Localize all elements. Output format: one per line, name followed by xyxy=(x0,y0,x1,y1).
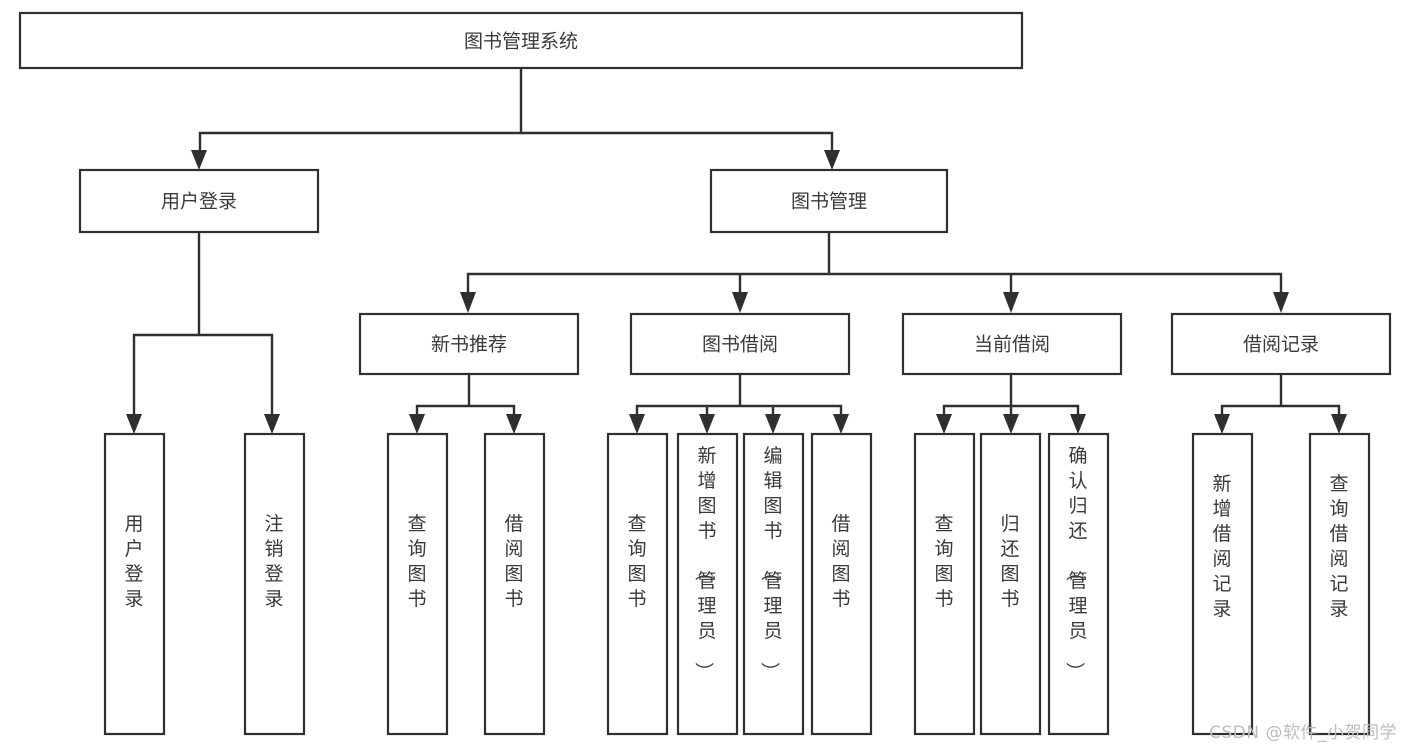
node-leaf-query-book-3[interactable]: 查询图书 xyxy=(913,432,976,736)
arrow-icon-to-leaf-add-record xyxy=(1214,414,1230,434)
node-user-login-label: 用户登录 xyxy=(161,191,237,213)
node-leaf-user-login-label: 用户登录 xyxy=(124,513,143,610)
csdn-watermark: CSDN @软件_小贺同学 xyxy=(1209,723,1397,743)
arrow-icon-to-new-book xyxy=(460,292,476,313)
node-leaf-logout[interactable]: 注销登录 xyxy=(243,432,306,736)
node-borrow-record-label: 借阅记录 xyxy=(1243,334,1319,356)
arrow-icon-to-leaf-user-login xyxy=(126,414,142,434)
node-book-borrow-label: 图书借阅 xyxy=(702,334,778,356)
node-leaf-add-book-label: 新增图书（管理员） xyxy=(692,445,716,681)
arrow-icon-to-book-borrow xyxy=(732,292,748,313)
connector-new-book-bus xyxy=(415,372,516,420)
node-leaf-edit-book-label: 编辑图书（管理员） xyxy=(758,445,782,681)
node-leaf-borrow-book-2-label: 借阅图书 xyxy=(831,513,850,610)
node-leaf-query-record[interactable]: 查询借阅记录 xyxy=(1308,432,1371,736)
arrow-icon-to-user-login xyxy=(191,150,207,170)
node-root-label: 图书管理系统 xyxy=(464,31,578,53)
arrow-icon-to-current-borrow xyxy=(1003,292,1019,313)
arrow-icon-to-leaf-borrow-book-2 xyxy=(833,414,849,434)
node-book-manage[interactable]: 图书管理 xyxy=(709,168,949,234)
arrowhead-layer xyxy=(126,150,1347,434)
node-leaf-query-book-1[interactable]: 查询图书 xyxy=(386,432,449,736)
node-leaf-query-book-1-label: 查询图书 xyxy=(407,513,426,610)
node-leaf-borrow-book-1-label: 借阅图书 xyxy=(504,513,523,610)
arrow-icon-to-leaf-confirm-return xyxy=(1070,414,1086,434)
node-leaf-user-login[interactable]: 用户登录 xyxy=(103,432,166,736)
arrow-icon-to-leaf-query-book-2 xyxy=(629,414,645,434)
connector-layer xyxy=(132,66,1341,420)
node-leaf-borrow-book-2[interactable]: 借阅图书 xyxy=(810,432,873,736)
connector-borrow-record-bus xyxy=(1220,372,1341,420)
arrow-icon-to-borrow-record xyxy=(1273,292,1289,313)
node-current-borrow-label: 当前借阅 xyxy=(974,334,1050,356)
node-leaf-query-book-3-label: 查询图书 xyxy=(934,513,953,610)
node-book-manage-label: 图书管理 xyxy=(791,191,867,213)
node-leaf-add-record-label: 新增借阅记录 xyxy=(1212,473,1231,620)
arrow-icon-to-leaf-add-book xyxy=(699,414,715,434)
node-leaf-logout-label: 注销登录 xyxy=(264,513,283,610)
node-root[interactable]: 图书管理系统 xyxy=(18,11,1024,70)
node-leaf-confirm-return[interactable]: 确认归还（管理员） xyxy=(1047,432,1110,736)
node-leaf-return-book-label: 归还图书 xyxy=(1000,513,1019,610)
arrow-icon-to-leaf-query-book-1 xyxy=(409,414,425,434)
node-user-login[interactable]: 用户登录 xyxy=(78,168,320,234)
node-leaf-query-record-label: 查询借阅记录 xyxy=(1329,473,1348,620)
arrow-icon-to-book-manage xyxy=(824,150,840,170)
arrow-icon-to-leaf-query-book-3 xyxy=(936,414,952,434)
node-leaf-return-book[interactable]: 归还图书 xyxy=(979,432,1042,736)
connector-user-login-bus xyxy=(132,230,274,420)
node-leaf-borrow-book-1[interactable]: 借阅图书 xyxy=(483,432,546,736)
connector-root-bus xyxy=(198,66,834,152)
node-leaf-confirm-return-label: 确认归还（管理员） xyxy=(1063,445,1087,681)
node-leaf-query-book-2-label: 查询图书 xyxy=(627,513,646,610)
connector-current-borrow-bus xyxy=(942,372,1080,420)
arrow-icon-to-leaf-query-record xyxy=(1331,414,1347,434)
node-book-borrow[interactable]: 图书借阅 xyxy=(629,312,851,376)
connector-book-borrow-bus xyxy=(635,372,843,420)
arrow-icon-to-leaf-borrow-book-1 xyxy=(506,414,522,434)
node-current-borrow[interactable]: 当前借阅 xyxy=(901,312,1123,376)
arrow-icon-to-leaf-return-book xyxy=(1003,414,1019,434)
node-leaf-add-book[interactable]: 新增图书（管理员） xyxy=(676,432,739,736)
node-leaf-query-book-2[interactable]: 查询图书 xyxy=(606,432,669,736)
connector-book-manage-bus xyxy=(466,230,1283,294)
node-new-book-recommend-label: 新书推荐 xyxy=(431,334,507,356)
node-leaf-add-record[interactable]: 新增借阅记录 xyxy=(1191,432,1254,736)
arrow-icon-to-leaf-logout xyxy=(264,414,280,434)
node-borrow-record[interactable]: 借阅记录 xyxy=(1170,312,1392,376)
node-leaf-edit-book[interactable]: 编辑图书（管理员） xyxy=(742,432,805,736)
arrow-icon-to-leaf-edit-book xyxy=(765,414,781,434)
node-new-book-recommend[interactable]: 新书推荐 xyxy=(358,312,580,376)
node-layer: 图书管理系统 用户登录 图书管理 新书推荐 图书借阅 xyxy=(18,11,1392,736)
